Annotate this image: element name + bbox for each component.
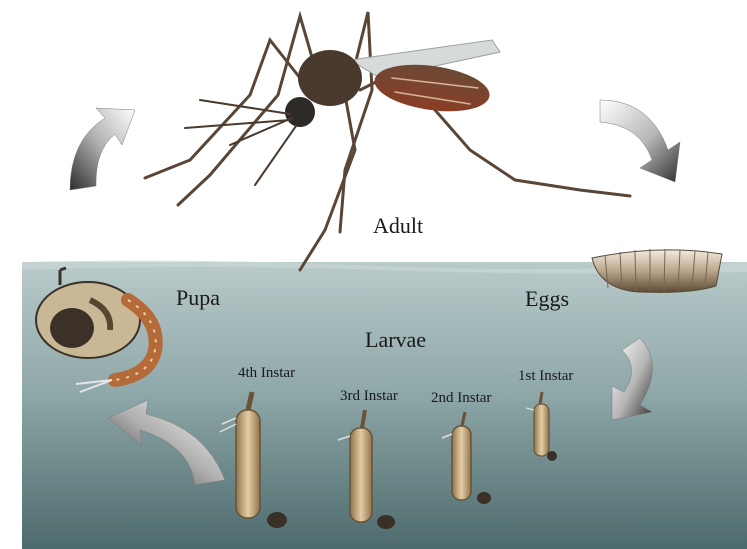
label-1st-instar: 1st Instar <box>518 368 573 385</box>
label-3rd-instar: 3rd Instar <box>340 388 398 405</box>
label-4th-instar: 4th Instar <box>238 365 295 382</box>
label-2nd-instar: 2nd Instar <box>431 390 491 407</box>
label-eggs: Eggs <box>525 286 569 312</box>
label-pupa: Pupa <box>176 285 220 311</box>
label-adult: Adult <box>373 213 423 239</box>
label-larvae: Larvae <box>365 327 426 353</box>
cycle-arrow-adult-to-eggs <box>600 100 680 182</box>
cycle-arrow-pupa-to-adult <box>70 108 135 190</box>
